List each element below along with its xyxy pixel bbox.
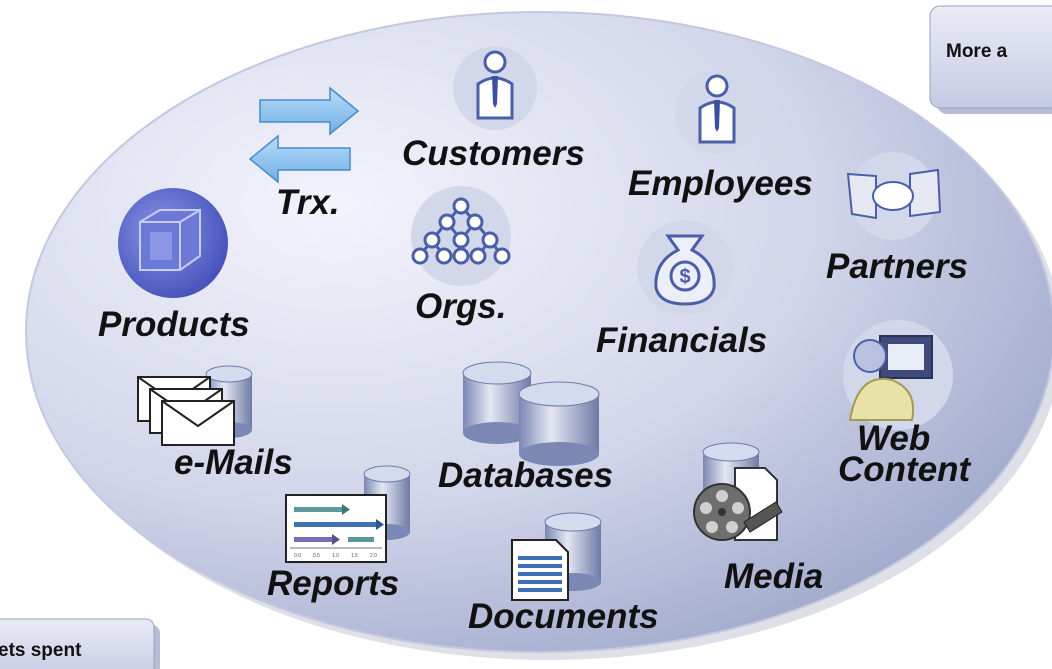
report-tick: 1.5 — [351, 553, 358, 559]
label-partners: Partners — [826, 247, 968, 286]
label-documents: Documents — [468, 597, 659, 636]
product-cube-icon — [118, 188, 228, 298]
customer-person-icon — [453, 46, 537, 130]
data-ellipse — [25, 11, 1052, 653]
report-tick: 1.0 — [332, 553, 339, 559]
document-page-icon — [511, 512, 602, 601]
handshake-icon — [846, 152, 942, 240]
label-media: Media — [724, 557, 823, 596]
svg-text:$: $ — [679, 266, 690, 288]
label-emails: e-Mails — [174, 443, 293, 482]
report-tick: 0.5 — [313, 553, 320, 559]
media-film-reel-icon — [693, 442, 783, 541]
org-chart-icon — [411, 186, 511, 286]
label-reports: Reports — [267, 564, 399, 603]
label-customers: Customers — [402, 134, 585, 173]
email-envelopes-icon — [137, 365, 253, 446]
label-products: Products — [98, 305, 250, 344]
callout-top-right-text: More a — [946, 41, 1008, 62]
web-content-icon — [843, 320, 953, 430]
label-web: Web — [857, 419, 930, 458]
money-bag-icon: $ — [637, 220, 733, 316]
report-tick: 2.0 — [370, 553, 377, 559]
label-orgs: Orgs. — [415, 287, 506, 326]
database-cylinders-icon — [462, 361, 600, 466]
report-chart-icon: 0.0 0.5 1.0 1.5 2.0 — [285, 465, 411, 563]
label-databases: Databases — [438, 456, 613, 495]
label-content: Content — [838, 450, 972, 489]
report-tick: 0.0 — [294, 553, 301, 559]
label-financials: Financials — [596, 321, 767, 360]
employee-person-icon — [675, 70, 759, 154]
callout-bottom-left-text: ets spent — [0, 640, 82, 661]
bottom-left-callout — [0, 618, 160, 669]
label-employees: Employees — [628, 164, 813, 203]
top-right-callout — [929, 5, 1052, 114]
label-trx: Trx. — [276, 183, 340, 222]
transaction-arrows-icon — [248, 86, 360, 184]
